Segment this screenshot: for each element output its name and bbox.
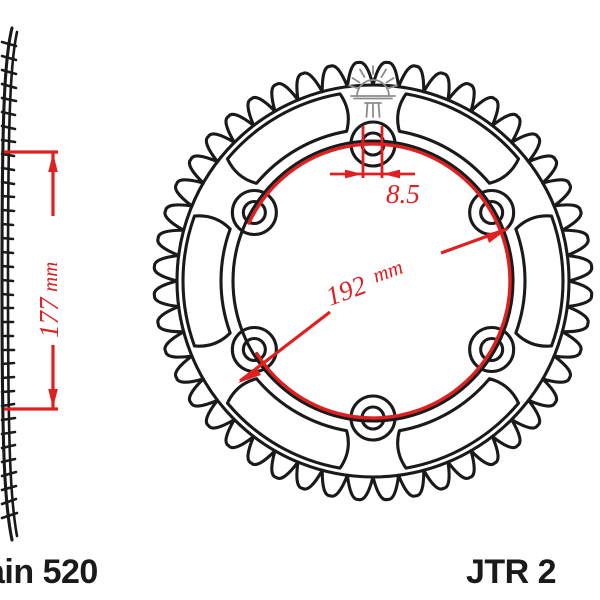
bolt-hole-outer xyxy=(468,325,516,374)
sprocket-body xyxy=(152,60,594,502)
caption-part-number: JTR 2 xyxy=(466,553,557,591)
dim-192-value: 192 xyxy=(322,270,370,312)
dimension-192mm-group: 192 mm xyxy=(238,227,509,383)
dimension-177mm-group: 177 mm xyxy=(4,150,64,411)
spoke-cutout xyxy=(225,377,350,470)
bolt-hole-outer xyxy=(349,120,397,168)
dim-85-value: 8.5 xyxy=(386,179,420,209)
dim-192-arrow-left xyxy=(238,367,261,383)
bolt-hole-inner xyxy=(241,199,267,226)
dim-177-arrow-bottom xyxy=(48,389,58,408)
dim-177-value: 177 xyxy=(34,296,64,338)
bolt-hole-outer xyxy=(230,325,278,374)
dim-177-arrow-top xyxy=(48,153,58,172)
spoke-cutout xyxy=(396,92,521,185)
dim-192-arrow-right xyxy=(486,228,509,243)
spoke-cutout xyxy=(181,214,232,348)
dim-177-unit: mm xyxy=(38,262,62,292)
bolt-hole-inner xyxy=(479,336,505,363)
sprocket-spoke-cutouts xyxy=(181,92,565,470)
sprocket-bolt-holes xyxy=(230,120,516,442)
sprocket-hub-circle xyxy=(231,139,515,423)
bolt-hole-outer xyxy=(349,394,397,442)
countersink-icon xyxy=(348,65,398,118)
bolt-hole-inner xyxy=(479,199,505,226)
caption-chain-pitch: ain 520 xyxy=(0,553,98,591)
side-view-group xyxy=(0,26,19,542)
dimension-85-group: 8.5 xyxy=(330,126,420,209)
spoke-cutout xyxy=(225,92,350,185)
side-view-tooth-hatching xyxy=(0,40,19,520)
dim-85-arrow-left xyxy=(345,169,363,179)
sprocket-root-circle xyxy=(175,83,571,479)
bolt-circle-arc xyxy=(247,142,512,420)
spoke-cutout xyxy=(514,214,565,348)
bolt-hole-inner xyxy=(241,336,267,363)
dim-192-unit: mm xyxy=(369,255,406,288)
dim-85-arrow-right xyxy=(382,169,400,179)
bolt-hole-outer xyxy=(230,188,278,237)
bolt-circle-group xyxy=(247,142,512,420)
spoke-cutout xyxy=(396,377,521,470)
